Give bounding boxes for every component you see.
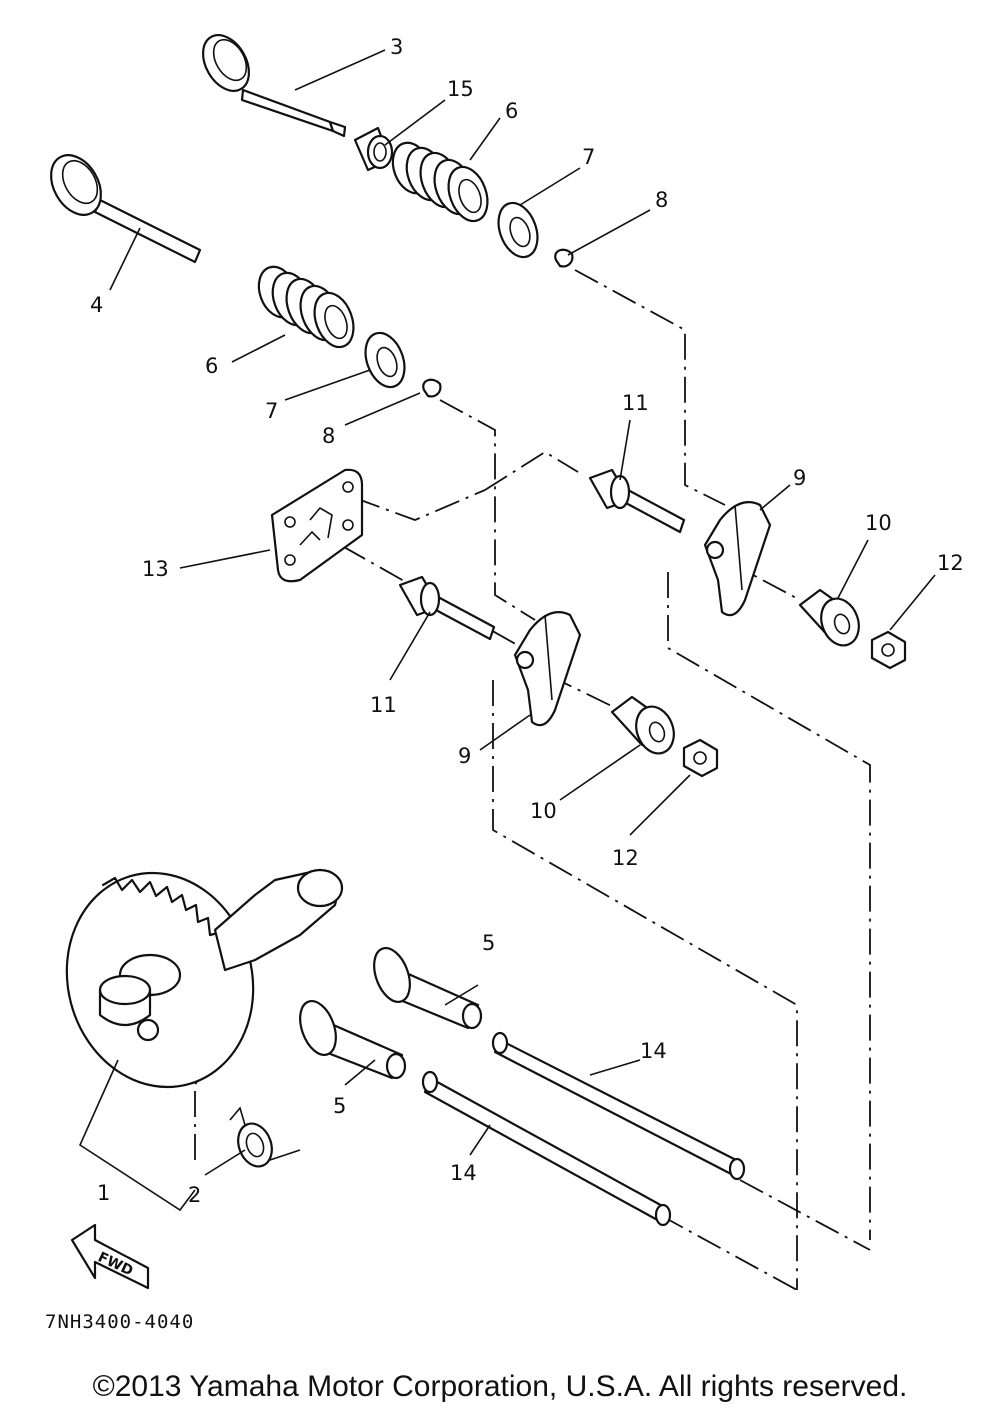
callout-6-lower: 6 [205, 354, 218, 378]
part-2-spring [229, 1106, 301, 1168]
callout-3: 3 [390, 35, 403, 59]
part-7-retainer-upper [497, 201, 539, 259]
callout-9-lower: 9 [458, 744, 471, 768]
part-9-rocker-arm-upper [703, 501, 772, 617]
leader-lines [109, 49, 936, 1176]
callout-11-lower: 11 [370, 693, 397, 717]
callout-14-lower: 14 [450, 1161, 477, 1185]
part-15-valve-seal [353, 126, 394, 172]
callout-8-lower: 8 [322, 424, 335, 448]
part-8-cotter-upper [554, 248, 574, 268]
callout-9-upper: 9 [793, 466, 806, 490]
part-13-rocker-plate [270, 468, 364, 583]
callout-1: 1 [97, 1181, 110, 1205]
part-1-camshaft [65, 868, 344, 1089]
part-11-pivot-bolt-lower [398, 575, 496, 641]
part-12-nut-lower [682, 738, 719, 778]
fwd-arrow-icon: FWD [70, 1223, 150, 1290]
part-11-pivot-bolt-upper [588, 468, 686, 534]
diagram-code: 7NH3400-4040 [45, 1311, 194, 1333]
callout-labels: 3 15 6 7 8 4 6 7 8 11 9 10 12 13 11 9 10… [90, 35, 964, 1207]
callout-4: 4 [90, 293, 103, 317]
callout-5-upper: 5 [482, 931, 495, 955]
callout-12-lower: 12 [612, 846, 639, 870]
part-4-valve [50, 154, 202, 264]
part-3-valve [201, 34, 347, 138]
callout-11-upper: 11 [622, 391, 649, 415]
callout-7-lower: 7 [265, 399, 278, 423]
callout-12-upper: 12 [937, 551, 964, 575]
callout-13: 13 [142, 557, 169, 581]
part-10-bushing-lower [610, 695, 675, 755]
part-8-cotter-lower [422, 378, 442, 398]
callout-8-upper: 8 [655, 188, 668, 212]
part-5-lifter-lower [299, 1000, 407, 1080]
part-12-nut-upper [870, 630, 907, 670]
callout-14-upper: 14 [640, 1039, 667, 1063]
part-14-pushrod-upper [491, 1031, 746, 1181]
callout-5-lower: 5 [333, 1094, 346, 1118]
copyright-notice: ©2013 Yamaha Motor Corporation, U.S.A. A… [92, 1370, 908, 1403]
callout-6-upper: 6 [505, 99, 518, 123]
part-7-retainer-lower [364, 331, 406, 389]
callout-7-upper: 7 [582, 145, 595, 169]
callout-10-lower: 10 [530, 799, 557, 823]
callout-10-upper: 10 [865, 511, 892, 535]
part-5-lifter-upper [373, 947, 483, 1030]
part-6-valve-spring-lower [257, 265, 355, 349]
part-6-valve-spring-upper [391, 141, 489, 223]
part-14-pushrod-lower [421, 1070, 672, 1227]
part-10-bushing-upper [798, 588, 860, 647]
part-1-leader [78, 1059, 196, 1212]
part-9-rocker-arm-lower [513, 611, 582, 727]
callout-2: 2 [188, 1183, 201, 1207]
callout-15: 15 [447, 77, 474, 101]
